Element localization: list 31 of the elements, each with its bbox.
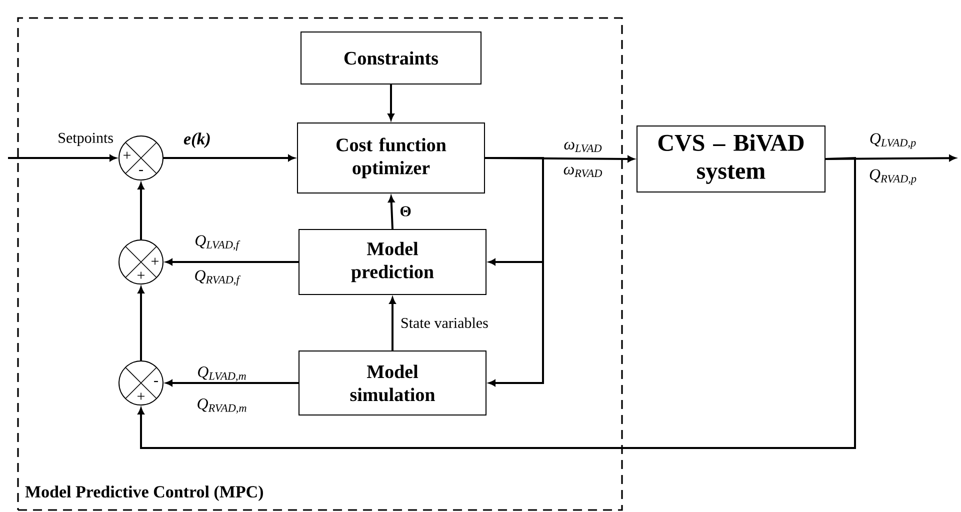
summing-junction: + + — [118, 240, 164, 284]
block: CVS – BiVAD system — [636, 126, 826, 192]
arrow — [166, 380, 298, 386]
summing-junction: - + — [118, 360, 164, 406]
signal-label: Q$_{RVAD,p}$ — [870, 169, 916, 185]
arrow — [166, 258, 298, 266]
arrow — [388, 84, 394, 120]
signal-label: Q$_{LVAD,f}$ — [196, 235, 240, 251]
signal-label: ω$_{LVAD}$ — [564, 142, 602, 152]
block: Constraints — [300, 32, 482, 84]
signal-label: ω$_{RVAD}$ — [564, 166, 602, 178]
edge-label: Setpoints — [58, 132, 113, 146]
signal-label: Q$_{LVAD,p}$ — [870, 133, 916, 149]
arrow — [388, 196, 395, 230]
arrow — [8, 154, 116, 162]
edge-label: Θ — [400, 206, 411, 216]
arrow — [389, 297, 396, 350]
summing-junction: + - — [118, 136, 164, 180]
arrow — [138, 182, 144, 240]
arrow — [138, 156, 856, 449]
block: Model prediction — [298, 229, 486, 295]
signal-label: Q$_{RVAD,f}$ — [195, 270, 241, 286]
signal-label: Q$_{LVAD,m}$ — [198, 366, 246, 382]
arrow — [485, 157, 544, 386]
arrow — [164, 154, 295, 162]
edge-label: e(k) — [184, 132, 210, 148]
arrow — [138, 286, 144, 360]
block: Model simulation — [298, 350, 486, 416]
edge-label: State variables — [402, 318, 488, 328]
signal-label: Q$_{RVAD,m}$ — [198, 398, 246, 414]
block: Cost function optimizer — [297, 122, 485, 194]
